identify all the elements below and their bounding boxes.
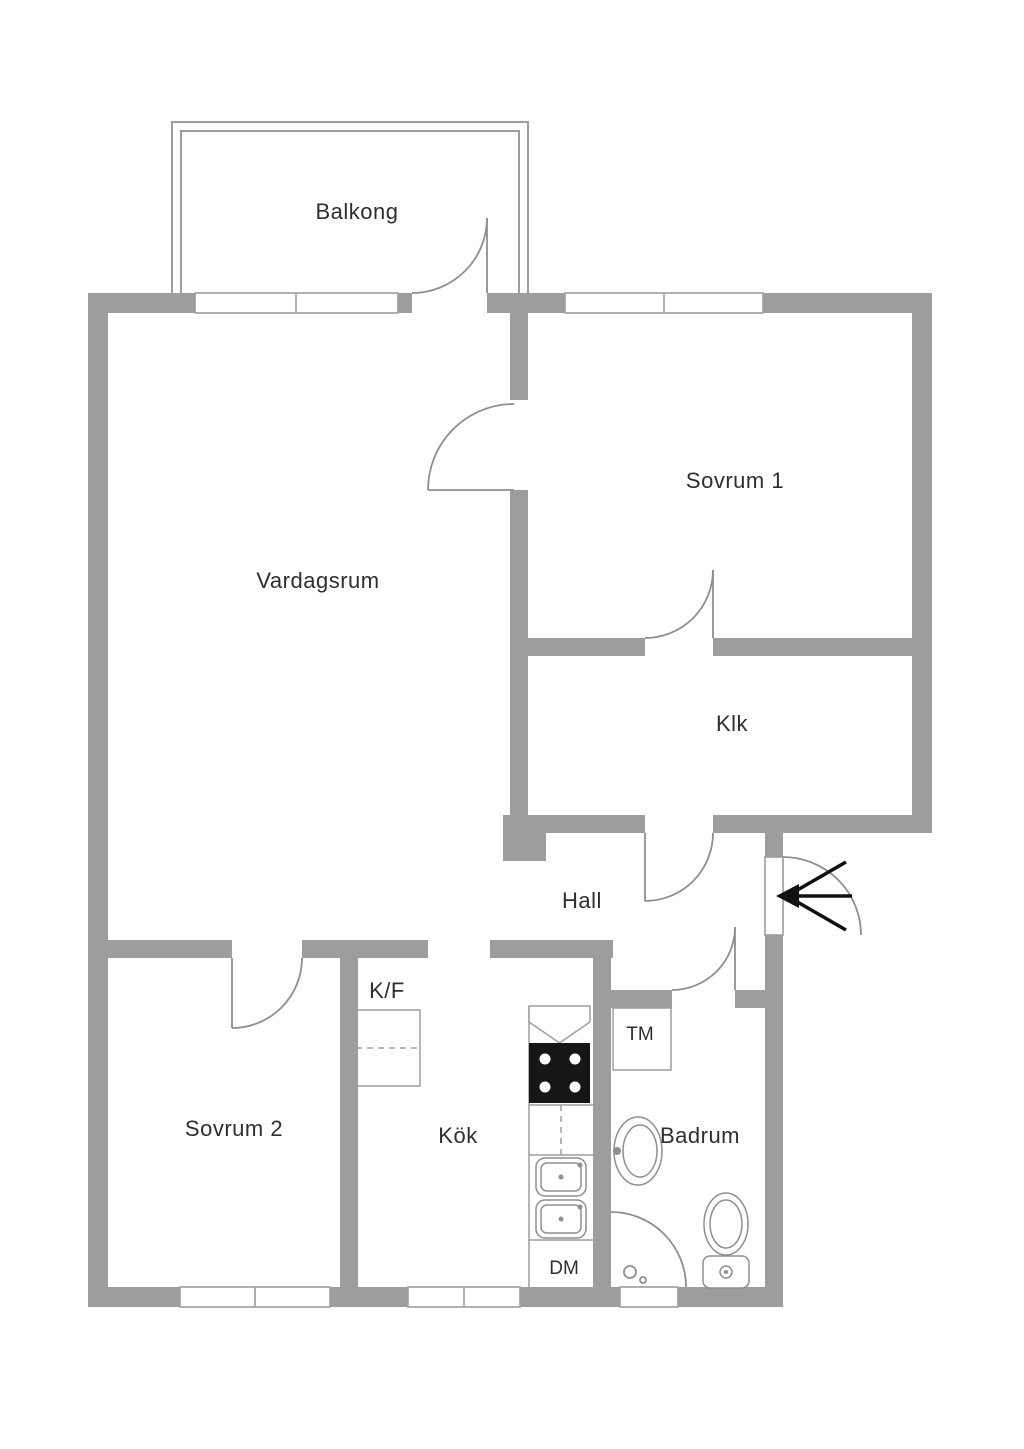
wall-top-3 (487, 293, 565, 313)
closet-label: Klk (716, 711, 749, 736)
living-room-label: Vardagsrum (256, 568, 379, 593)
washing-machine-box (612, 1007, 672, 1071)
entrance-arrow (776, 860, 852, 932)
wall-hall-bedroom2-b (302, 940, 428, 958)
wall-bedroom1-closet-a (528, 638, 645, 656)
window-bathroom (619, 1286, 679, 1308)
stove (529, 1043, 590, 1103)
wall-kitchen-bathroom (593, 958, 611, 1307)
bathroom-fixtures (610, 1007, 750, 1289)
balcony-label: Balkong (315, 199, 398, 224)
room-labels: Balkong Vardagsrum Sovrum 1 Klk Hall Sov… (185, 199, 784, 1279)
wall-bedroom2-kitchen (340, 958, 358, 1307)
window-bedroom2 (179, 1286, 331, 1308)
wall-top-1 (88, 293, 195, 313)
range-hood (528, 1005, 591, 1044)
wall-right (912, 293, 932, 833)
windows (179, 292, 784, 1308)
hall-label: Hall (562, 888, 602, 913)
closet-door-arc (644, 569, 714, 639)
kitchen-label: Kök (438, 1123, 478, 1148)
kitchen-fixtures (355, 1005, 593, 1287)
bedroom1-door-arc (427, 403, 515, 491)
wall-livingroom-bedroom1-a (510, 313, 528, 400)
wall-top-2 (398, 293, 412, 313)
wall-livingroom-bedroom1-b (510, 490, 528, 815)
window-balcony (194, 292, 399, 314)
washbasin (613, 1116, 663, 1186)
wall-closet-hall-b (713, 815, 932, 833)
wall-entry-top (765, 833, 783, 857)
kitchen-sink (535, 1157, 587, 1239)
wall-closet-hall-a (528, 815, 645, 833)
wall-hall-bedroom2-a (88, 940, 232, 958)
closet-hall-door-arc (644, 832, 714, 902)
bathroom-door-arc (671, 926, 736, 991)
fridge-freezer-label: K/F (369, 978, 405, 1003)
dishwasher-label: DM (549, 1258, 579, 1279)
wall-bathroom-top-a (611, 990, 672, 1008)
doors (231, 217, 862, 1029)
wall-bathroom-top-b (735, 990, 765, 1008)
wall-top-4 (763, 293, 932, 313)
wall-bottom-1 (88, 1287, 180, 1307)
balcony-door-arc (411, 217, 488, 294)
balcony-outline (171, 121, 529, 293)
wall-hall-kitchen (490, 940, 613, 958)
bedroom2-label: Sovrum 2 (185, 1116, 283, 1141)
walls (88, 293, 932, 1307)
toilet (702, 1192, 750, 1289)
wall-left (88, 293, 108, 1307)
window-bedroom1 (564, 292, 764, 314)
wall-bedroom1-closet-b (713, 638, 932, 656)
window-kitchen (407, 1286, 521, 1308)
bedroom1-label: Sovrum 1 (686, 468, 784, 493)
wall-entry-bottom (765, 935, 783, 1307)
shower-arc (610, 1211, 687, 1288)
wall-bottom-4 (678, 1287, 783, 1307)
bedroom2-door-arc (231, 957, 303, 1029)
washing-machine-label: TM (626, 1024, 653, 1045)
entrance-door-arc (782, 856, 862, 936)
bathroom-label: Badrum (660, 1123, 740, 1148)
fridge-freezer-cabinet (355, 1009, 421, 1087)
